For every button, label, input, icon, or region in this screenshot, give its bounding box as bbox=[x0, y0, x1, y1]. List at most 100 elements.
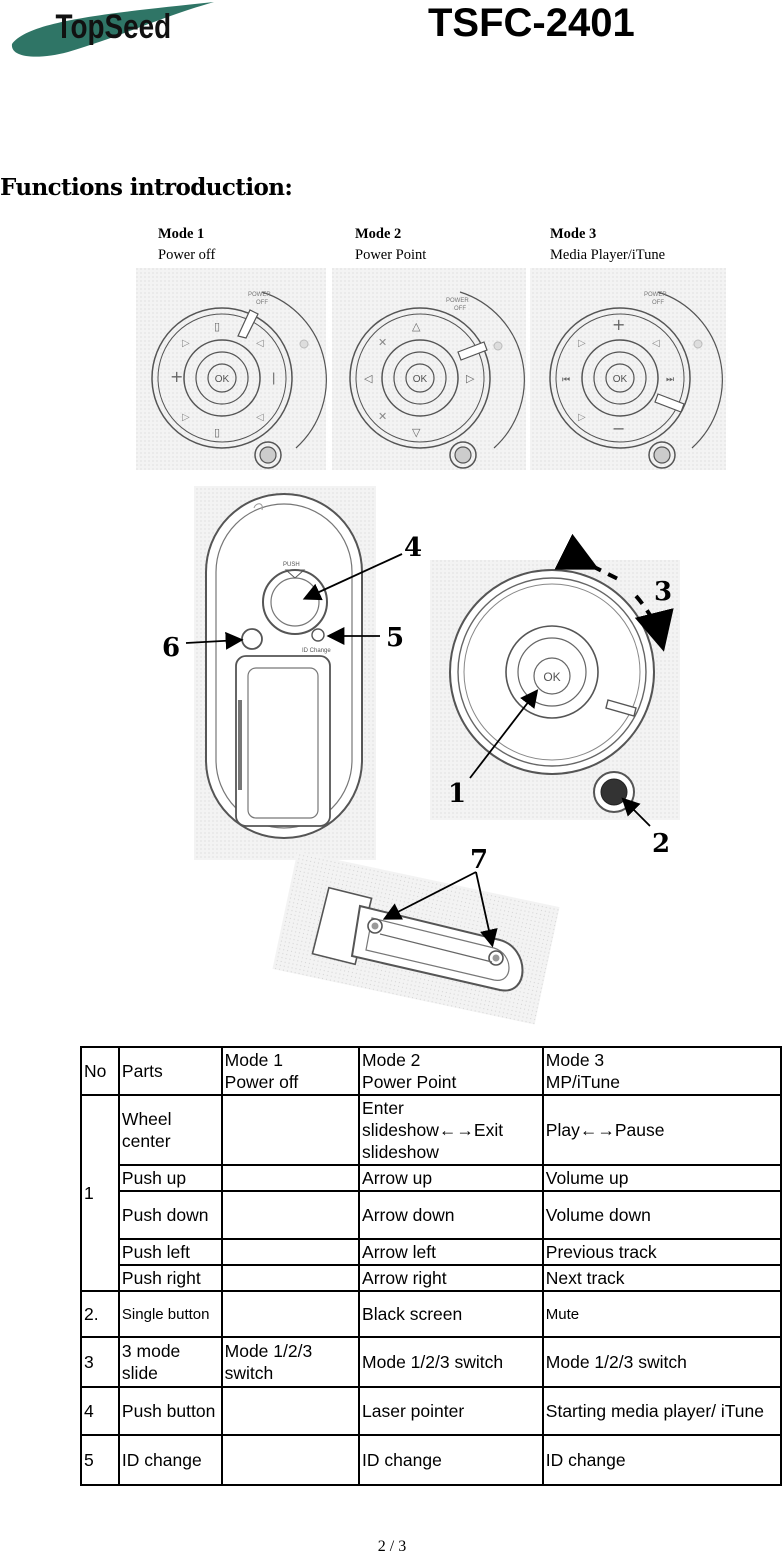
mode-2-wheel: OK △ ▽ ◁ ▷ ✕ ✕ POWER OFF bbox=[349, 291, 525, 469]
callout-6: 6 bbox=[162, 633, 180, 663]
power-label-1: POWER bbox=[248, 292, 271, 298]
cell-mode-1 bbox=[220, 1094, 361, 1166]
cell-mode-2: Arrow up bbox=[358, 1164, 544, 1192]
cell-mode-2: ID change bbox=[358, 1434, 544, 1486]
cell-mode-1 bbox=[220, 1190, 361, 1240]
mode-3-label: Mode 3 Media Player/iTune bbox=[550, 226, 666, 263]
cell-mode-3: Next track bbox=[541, 1264, 783, 1292]
cell-parts: Push button bbox=[117, 1386, 223, 1436]
callout-3: 3 bbox=[654, 577, 672, 607]
svg-text:▯: ▯ bbox=[214, 427, 220, 439]
table-row: 4 Push button Laser pointer Starting med… bbox=[80, 1386, 783, 1436]
svg-text:▷: ▷ bbox=[182, 338, 190, 349]
cell-mode-1: Mode 1/2/3 switch bbox=[220, 1336, 361, 1388]
cell-mode-2: Laser pointer bbox=[358, 1386, 544, 1436]
cell-mode-2: Arrow right bbox=[358, 1264, 544, 1292]
cell-parts: Push up bbox=[117, 1164, 223, 1192]
cell-parts: Wheel center bbox=[117, 1094, 223, 1166]
svg-text:◁: ◁ bbox=[364, 373, 373, 385]
table-row: Push up Arrow up Volume up bbox=[81, 1164, 783, 1192]
cell-parts: Push right bbox=[117, 1264, 223, 1292]
callout-2: 2 bbox=[652, 829, 670, 859]
svg-text:▷: ▷ bbox=[466, 373, 475, 385]
svg-text:◁: ◁ bbox=[256, 412, 264, 423]
ok-label-1: OK bbox=[215, 374, 230, 385]
section-title: Functions introduction: bbox=[0, 174, 293, 201]
off-label-1: OFF bbox=[256, 300, 268, 306]
svg-text:−: − bbox=[612, 419, 625, 438]
cell-mode-3: Mode 1/2/3 switch bbox=[541, 1336, 783, 1388]
header-no: No bbox=[80, 1046, 120, 1096]
table-row: Push right Arrow right Next track bbox=[81, 1264, 783, 1292]
cell-mode-1 bbox=[220, 1264, 361, 1292]
cell-mode-1 bbox=[220, 1290, 361, 1338]
svg-text:+: + bbox=[612, 315, 625, 334]
mode-2-label: Mode 2 Power Point bbox=[355, 226, 427, 263]
callout-numbers: 1 2 3 4 5 6 7 bbox=[162, 533, 672, 875]
cell-mode-2: Arrow down bbox=[358, 1190, 544, 1240]
id-change-label: ID Change bbox=[302, 648, 331, 654]
cell-mode-2: Arrow left bbox=[358, 1238, 544, 1266]
cell-mode-3: Volume down bbox=[541, 1190, 783, 1240]
cell-parts: Push left bbox=[117, 1238, 223, 1266]
table-row: Push down Arrow down Volume down bbox=[81, 1190, 783, 1240]
topseed-logo: TopSeed bbox=[11, 2, 214, 57]
table-row: 3 3 mode slide Mode 1/2/3 switch Mode 1/… bbox=[80, 1336, 783, 1388]
svg-text:▷: ▷ bbox=[182, 412, 190, 423]
table-row: 2. Single button Black screen Mute bbox=[80, 1290, 783, 1338]
svg-text:⏭: ⏭ bbox=[666, 374, 674, 384]
cell-parts: Single button bbox=[117, 1290, 223, 1338]
cell-mode-3: Previous track bbox=[541, 1238, 783, 1266]
table-row: 1 Wheel center Enter slideshow←→Exit sli… bbox=[80, 1094, 783, 1292]
cell-no: 1 bbox=[80, 1094, 120, 1292]
page-number: 2 / 3 bbox=[377, 1538, 407, 1555]
off-label-2: OFF bbox=[454, 306, 466, 312]
cell-mode-3: Play←→Pause bbox=[541, 1094, 783, 1166]
cell-parts: Push down bbox=[117, 1190, 223, 1240]
power-label-3: POWER bbox=[644, 292, 667, 298]
ok-label-detail: OK bbox=[543, 670, 560, 684]
mode-wheel-panels: OK + ▯ ▯ | ▷ ▷ ◁ ◁ POWER OFF OK △ bbox=[136, 268, 726, 470]
ok-label-3: OK bbox=[613, 374, 628, 385]
cell-mode-2: Enter slideshow←→Exit slideshow bbox=[358, 1094, 544, 1166]
push-label: PUSH bbox=[283, 562, 300, 568]
callout-arrows bbox=[185, 553, 651, 948]
svg-text:▷: ▷ bbox=[578, 412, 586, 423]
svg-text:▷: ▷ bbox=[578, 338, 586, 349]
cell-parts: ID change bbox=[117, 1434, 223, 1486]
cell-mode-1 bbox=[220, 1164, 361, 1192]
svg-text:|: | bbox=[272, 370, 275, 385]
remote-front-view: PUSH ID Change bbox=[194, 486, 376, 860]
cell-mode-3: ID change bbox=[541, 1434, 783, 1486]
svg-text:▽: ▽ bbox=[412, 427, 421, 439]
cell-no: 5 bbox=[80, 1434, 120, 1486]
cell-mode-1 bbox=[220, 1434, 361, 1486]
wheel-detail-view: OK bbox=[430, 533, 680, 820]
remote-bottom-view bbox=[272, 851, 560, 1025]
power-label-2: POWER bbox=[446, 298, 469, 304]
cell-mode-2: Mode 1/2/3 switch bbox=[358, 1336, 544, 1388]
device-illustration: OK + ▯ ▯ | ▷ ▷ ◁ ◁ POWER OFF OK △ bbox=[136, 268, 726, 1025]
svg-text:+: + bbox=[170, 367, 183, 386]
cell-mode-3: Volume up bbox=[541, 1164, 783, 1192]
callout-7: 7 bbox=[470, 845, 488, 875]
svg-text:◁: ◁ bbox=[652, 338, 660, 349]
svg-text:◁: ◁ bbox=[256, 338, 264, 349]
svg-text:✕: ✕ bbox=[378, 337, 387, 349]
cell-parts: 3 mode slide bbox=[117, 1336, 223, 1388]
cell-mode-3: Mute bbox=[541, 1290, 783, 1338]
table-row: Push left Arrow left Previous track bbox=[81, 1238, 783, 1266]
mode-3-wheel: OK + − ⏮ ⏭ ▷ ▷ ◁ POWER OFF bbox=[549, 291, 723, 469]
svg-text:✕: ✕ bbox=[378, 411, 387, 423]
cell-mode-1 bbox=[220, 1386, 361, 1436]
cell-no: 3 bbox=[80, 1336, 120, 1388]
cell-no: 2. bbox=[80, 1290, 120, 1338]
callout-1: 1 bbox=[448, 779, 466, 809]
svg-text:⏮: ⏮ bbox=[562, 374, 570, 384]
svg-text:▯: ▯ bbox=[214, 321, 220, 333]
